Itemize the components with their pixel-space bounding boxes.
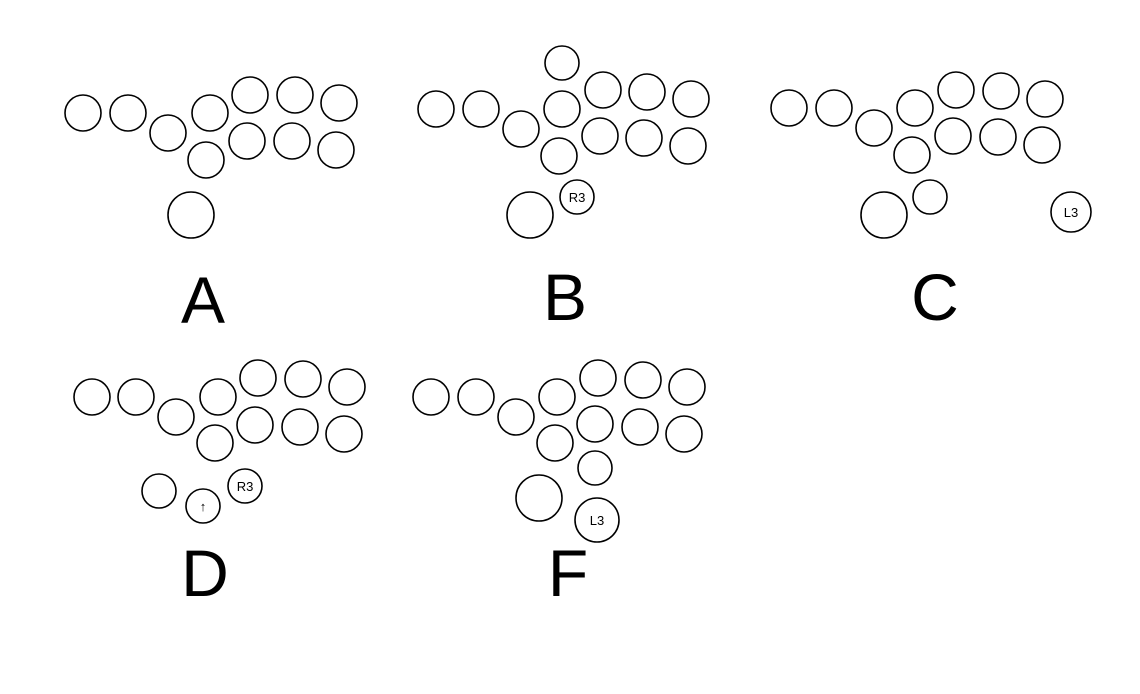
button-circle [665,415,703,453]
button-circle [540,137,578,175]
button-circle [515,474,563,522]
button-circle [284,360,322,398]
button-circle [196,424,234,462]
button-circle [506,191,554,239]
button-circle [860,191,908,239]
button-circle [672,80,710,118]
button-circle [669,127,707,165]
button-circle [167,191,215,239]
button-circle [581,117,619,155]
layout-letter: B [543,260,587,334]
button-circle [149,114,187,152]
button-circle [320,84,358,122]
button-circle [912,179,948,215]
button-circle [157,398,195,436]
button-circle [934,117,972,155]
button-l3 [574,497,620,543]
button-circle [276,76,314,114]
button-circle [231,76,269,114]
button-circle [273,122,311,160]
button-up-arrow [185,488,221,524]
layout-f: L3F [412,359,706,610]
layout-letter: F [548,536,588,610]
button-circle [621,408,659,446]
button-r3 [227,468,263,504]
button-circle [141,473,177,509]
button-circle [625,119,663,157]
button-circle [543,90,581,128]
button-circle [281,408,319,446]
button-label: R3 [569,190,586,205]
button-circle [191,94,229,132]
button-l3 [1050,191,1092,233]
button-circle [239,359,277,397]
button-r3 [559,179,595,215]
layout-d: ↑ R3D [73,359,366,610]
button-circle [317,131,355,169]
button-circle [109,94,147,132]
button-circle [855,109,893,147]
button-circle [584,71,622,109]
layout-letter: C [911,260,959,334]
button-circle [497,398,535,436]
button-circle [893,136,931,174]
button-circle [64,94,102,132]
button-circle [117,378,155,416]
button-circle [417,90,455,128]
button-circle [538,378,576,416]
button-circle [73,378,111,416]
button-circle [937,71,975,109]
button-circle [1026,80,1064,118]
button-circle [815,89,853,127]
button-circle [628,73,666,111]
button-circle [982,72,1020,110]
button-label: R3 [237,479,254,494]
layout-b: R3B [417,45,710,334]
button-circle [579,359,617,397]
button-circle [328,368,366,406]
up-arrow-icon: ↑ [200,499,207,514]
button-circle [576,405,614,443]
button-label: L3 [1064,205,1078,220]
button-circle [544,45,580,81]
button-circle [462,90,500,128]
button-circle [770,89,808,127]
button-circle [412,378,450,416]
button-circle [325,415,363,453]
button-circle [236,406,274,444]
layout-letter: A [181,263,225,337]
button-circle [979,118,1017,156]
button-circle [668,368,706,406]
button-circle [228,122,266,160]
button-label: L3 [590,513,604,528]
button-circle [187,141,225,179]
button-circle [577,450,613,486]
button-circle [1023,126,1061,164]
button-circle [896,89,934,127]
layout-a: A [64,76,358,337]
button-circle [457,378,495,416]
button-circle [624,361,662,399]
button-circle [536,424,574,462]
layout-letter: D [181,536,229,610]
button-circle [502,110,540,148]
layout-c: L3C [770,71,1092,334]
button-circle [199,378,237,416]
